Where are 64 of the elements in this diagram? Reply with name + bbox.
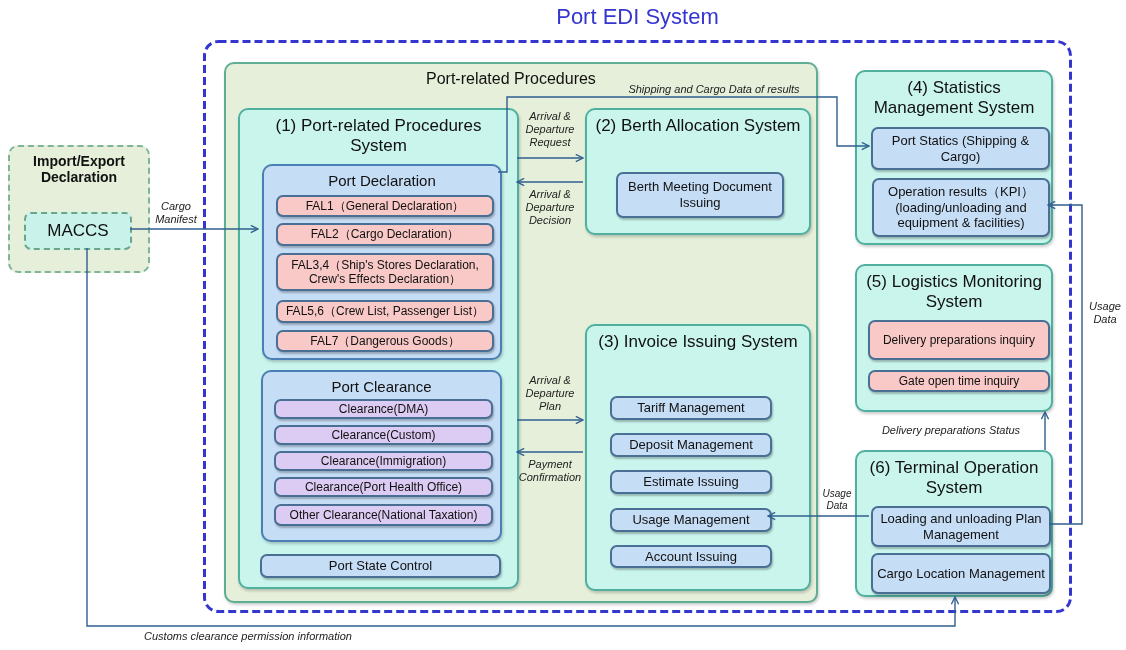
function-box: Clearance(Port Health Office)	[274, 477, 493, 497]
function-box: FAL1（General Declaration）	[276, 195, 494, 217]
panel-title: (2) Berth Allocation System	[595, 116, 801, 136]
function-box: Clearance(DMA)	[274, 399, 493, 419]
system-panel	[585, 324, 811, 591]
edge-label: Arrival & Departure Decision	[524, 188, 576, 228]
edge-label: Shipping and Cargo Data of results	[627, 83, 801, 97]
function-box: Port State Control	[260, 554, 501, 578]
function-box: Cargo Location Management	[871, 553, 1051, 594]
function-box: FAL2（Cargo Declaration）	[276, 223, 494, 246]
panel-title: Port-related Procedures	[425, 70, 596, 89]
panel-title: (1) Port-related Procedures System	[274, 116, 483, 156]
panel-title: (4) Statistics Management System	[872, 78, 1036, 118]
function-box: Account Issuing	[610, 545, 772, 568]
system-panel	[262, 164, 502, 360]
function-box: Estimate Issuing	[610, 470, 772, 494]
arrow	[516, 415, 584, 425]
arrow	[516, 447, 584, 457]
function-box: Loading and unloading Plan Management	[871, 506, 1051, 547]
function-box: Other Clearance(National Taxation)	[274, 504, 493, 526]
arrow	[86, 247, 960, 627]
function-box: FAL5,6（Crew List, Passenger List）	[276, 300, 494, 323]
system-panel	[238, 108, 519, 589]
function-box: Usage Management	[610, 508, 772, 532]
function-box: MACCS	[24, 212, 132, 250]
function-box: FAL3,4（Ship's Stores Declaration, Crew's Effects Declaration）	[276, 253, 494, 291]
edge-label: Arrival & Departure Plan	[524, 374, 576, 414]
arrow	[516, 153, 584, 163]
arrow	[1040, 411, 1050, 451]
edge-label: Delivery preparations Status	[880, 424, 1022, 438]
function-box: Berth Meeting Document Issuing	[616, 172, 784, 218]
function-box: Operation results（KPI） (loading/unloading and equipment & facilities)	[872, 178, 1050, 237]
system-panel	[855, 264, 1053, 412]
system-panel	[855, 450, 1053, 597]
panel-title: Import/Export Declaration	[32, 153, 126, 186]
panel-title: (5) Logistics Monitoring System	[865, 272, 1043, 312]
function-box: Clearance(Immigration)	[274, 451, 493, 471]
function-box: Clearance(Custom)	[274, 425, 493, 445]
function-box: Gate open time inquiry	[868, 370, 1050, 392]
panel-title: (6) Terminal Operation System	[868, 458, 1040, 498]
arrow	[497, 96, 870, 173]
arrow	[1047, 200, 1083, 525]
edge-label: Usage Data	[820, 488, 854, 512]
edge-label: Payment Confirmation	[518, 458, 582, 485]
edge-label: Customs clearance permission information	[143, 630, 353, 644]
system-panel	[585, 108, 811, 235]
edge-label: Arrival & Departure Request	[524, 110, 576, 150]
arrow	[129, 224, 259, 234]
function-box: Delivery preparations inquiry	[868, 320, 1050, 360]
system-panel	[224, 62, 818, 603]
arrow	[516, 177, 584, 187]
panel-title: Port EDI System	[555, 4, 720, 30]
arrow	[767, 511, 870, 521]
system-panel	[261, 370, 502, 542]
function-box: Tariff Management	[610, 396, 772, 420]
panel-title: Port Clearance	[330, 378, 433, 396]
system-panel	[855, 70, 1053, 245]
system-panel	[8, 145, 150, 273]
function-box: Port Statics (Shipping & Cargo)	[871, 127, 1050, 170]
function-box: Deposit Management	[610, 433, 772, 457]
panel-title: Port Declaration	[327, 172, 437, 190]
function-box: FAL7（Dangerous Goods）	[276, 330, 494, 352]
edge-label: Usage Data	[1088, 300, 1122, 327]
panel-title: (3) Invoice Issuing System	[597, 332, 799, 352]
